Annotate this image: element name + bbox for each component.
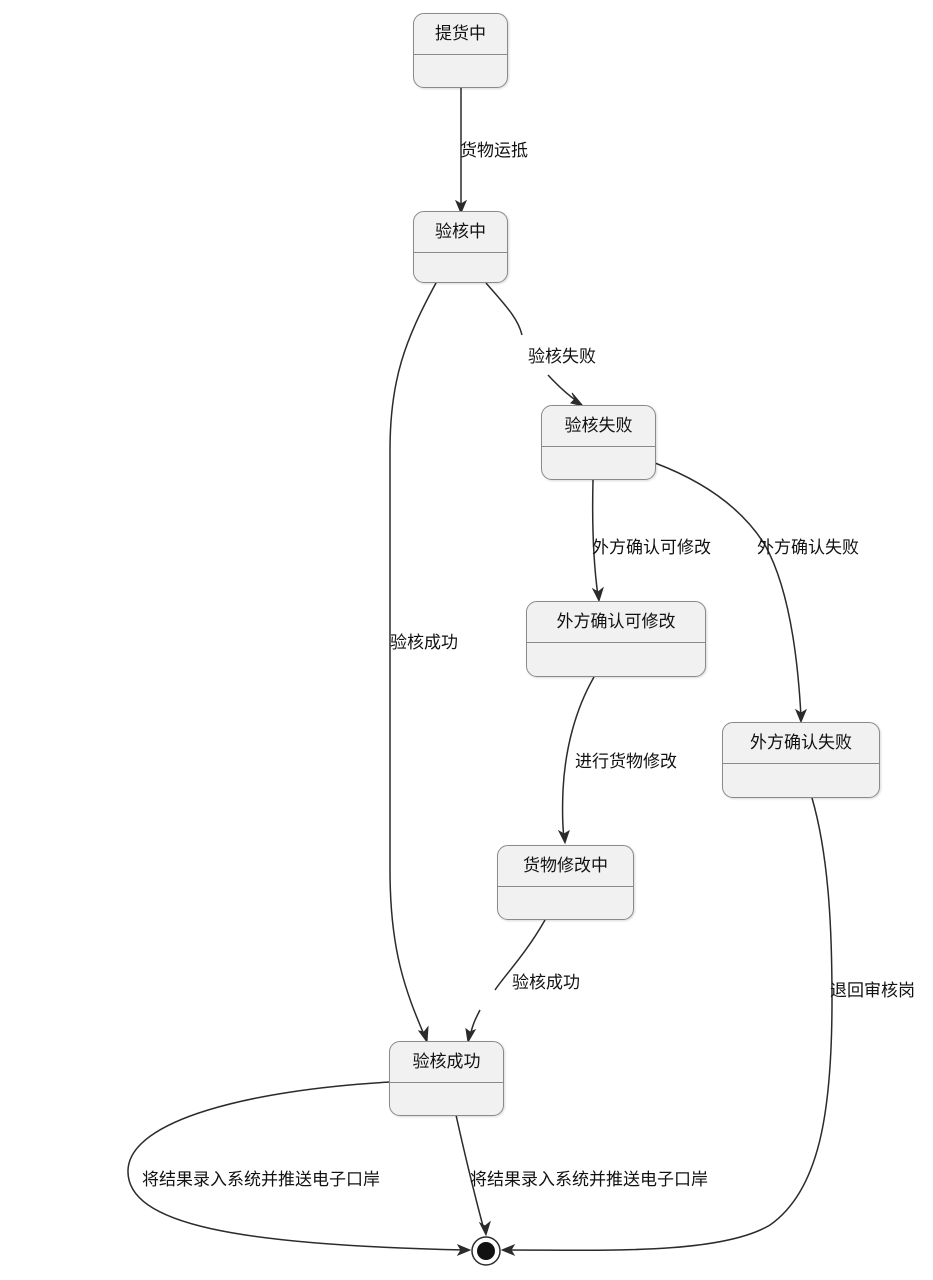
edge-success-to-end-right	[455, 1114, 485, 1231]
state-picking: 提货中	[413, 13, 508, 88]
edge-success-to-end-left	[127, 1081, 466, 1251]
state-ext-failed: 外方确认失败	[722, 722, 880, 798]
arrow-ext-failed-to-end	[500, 1243, 516, 1257]
state-ext-modifiable: 外方确认可修改	[526, 601, 706, 677]
edge-modifiable-to-modifying	[561, 676, 595, 839]
state-picking-label: 提货中	[435, 24, 486, 44]
state-verify-failed-divider	[542, 446, 655, 447]
arrow-success-to-end-right	[478, 1220, 491, 1237]
edge-failed-to-modifiable	[591, 479, 599, 597]
label-modifiable-to-modifying: 进行货物修改	[575, 752, 677, 772]
state-ext-failed-label: 外方确认失败	[750, 733, 852, 753]
label-picking-to-verifying: 货物运抵	[460, 141, 528, 161]
label-verifying-to-failed: 验核失败	[528, 347, 596, 367]
arrow-picking-to-verifying	[454, 199, 468, 215]
arrow-modifying-to-success	[465, 1027, 477, 1044]
arrow-failed-to-modifiable	[591, 586, 604, 603]
arrow-verifying-to-failed	[570, 392, 585, 407]
label-verifying-to-success: 验核成功	[390, 633, 458, 653]
state-modifying-divider	[498, 886, 633, 887]
end-state-inner	[477, 1242, 495, 1260]
state-verify-success-label: 验核成功	[412, 1052, 481, 1072]
state-ext-failed-divider	[723, 763, 879, 764]
state-verifying-label: 验核中	[435, 222, 486, 242]
label-ext-failed-to-end: 退回审核岗	[830, 981, 915, 1001]
state-modifying-label: 货物修改中	[523, 856, 608, 876]
arrow-failed-to-ext-failed	[794, 708, 808, 724]
state-verifying: 验核中	[413, 211, 508, 283]
label-success-to-end-right: 将结果录入系统并推送电子口岸	[470, 1170, 708, 1190]
state-ext-modifiable-label: 外方确认可修改	[556, 612, 676, 632]
label-failed-to-modifiable: 外方确认可修改	[592, 538, 711, 558]
state-verify-failed-label: 验核失败	[564, 416, 633, 436]
edge-verifying-to-failed	[485, 282, 579, 403]
state-ext-modifiable-divider	[527, 642, 705, 643]
state-picking-divider	[414, 54, 507, 55]
edge-ext-failed-to-end	[506, 797, 833, 1252]
arrow-success-to-end-left	[456, 1243, 472, 1257]
state-verify-success-divider	[390, 1082, 503, 1083]
arrow-verifying-to-success	[417, 1025, 429, 1044]
label-failed-to-ext-failed: 外方确认失败	[757, 538, 859, 558]
arrow-modifiable-to-modifying	[557, 829, 570, 845]
label-success-to-end-left: 将结果录入系统并推送电子口岸	[142, 1170, 380, 1190]
state-verifying-divider	[414, 252, 507, 253]
edge-failed-to-ext-failed	[654, 462, 802, 718]
edge-verifying-to-success	[389, 282, 437, 1038]
label-modifying-to-success: 验核成功	[512, 973, 580, 993]
state-modifying: 货物修改中	[497, 845, 634, 920]
state-verify-failed: 验核失败	[541, 405, 656, 480]
state-verify-success: 验核成功	[389, 1041, 504, 1116]
